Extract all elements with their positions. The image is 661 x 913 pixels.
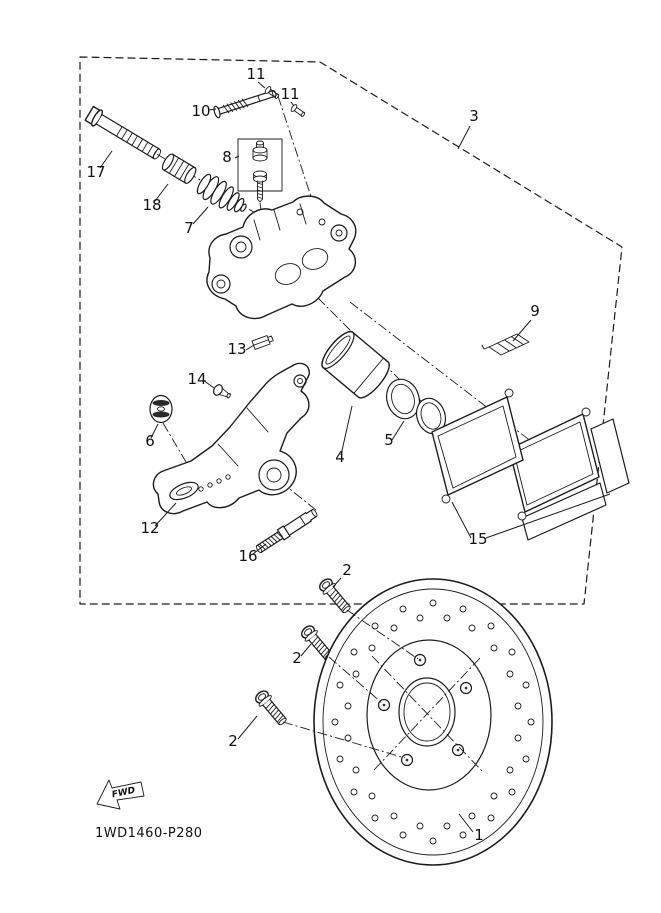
brake-pad-outer bbox=[431, 388, 524, 504]
callout-numbers: 11 11 10 3 8 17 18 7 9 13 14 5 6 4 12 15… bbox=[86, 65, 539, 844]
callout-11-a: 11 bbox=[246, 65, 265, 83]
callout-15: 15 bbox=[468, 530, 487, 548]
disc-drill-holes bbox=[331, 599, 535, 845]
part-1-brake-disc bbox=[313, 578, 553, 866]
part-11-clip-b bbox=[290, 104, 306, 117]
brake-pad-inner bbox=[508, 407, 600, 521]
fwd-label: FWD bbox=[111, 786, 137, 801]
part-9-pad-spring bbox=[481, 333, 530, 356]
bleed-screw bbox=[253, 170, 267, 203]
part-15-brake-pads bbox=[431, 388, 630, 541]
callout-7: 7 bbox=[184, 219, 194, 237]
part-8-bleeder-assembly bbox=[237, 138, 283, 203]
part-14-pin-boot bbox=[213, 384, 231, 399]
bleeder-cap bbox=[252, 140, 268, 162]
part-7-boot-bellows bbox=[196, 173, 247, 213]
callout-2-b: 2 bbox=[292, 649, 302, 667]
callout-6: 6 bbox=[145, 432, 155, 450]
caliper-body bbox=[206, 195, 357, 320]
part-6-bushing bbox=[149, 394, 173, 424]
part-11-clip-a bbox=[264, 86, 280, 99]
callout-8: 8 bbox=[222, 148, 232, 166]
callout-18: 18 bbox=[142, 196, 161, 214]
callout-10: 10 bbox=[191, 102, 210, 120]
callout-14: 14 bbox=[187, 370, 206, 388]
part-13-pad-clip bbox=[251, 335, 274, 350]
callout-2-c: 2 bbox=[228, 732, 238, 750]
callout-16: 16 bbox=[238, 547, 257, 565]
callout-13: 13 bbox=[227, 340, 246, 358]
callout-5: 5 bbox=[384, 431, 394, 449]
disc-bolt-holes bbox=[377, 653, 473, 767]
part-2-bolt-a bbox=[316, 575, 355, 617]
callout-2-a: 2 bbox=[342, 561, 352, 579]
callout-12: 12 bbox=[140, 519, 159, 537]
callout-9: 9 bbox=[530, 302, 540, 320]
part-5-seals bbox=[385, 378, 447, 435]
callout-11-b: 11 bbox=[280, 85, 299, 103]
callout-17: 17 bbox=[86, 163, 105, 181]
callout-leader-lines bbox=[99, 81, 611, 833]
part-16-slide-pin bbox=[255, 508, 318, 554]
part-10-pad-pin bbox=[213, 90, 277, 119]
callout-4: 4 bbox=[335, 448, 345, 466]
part-code: 1WD1460-P280 bbox=[95, 826, 203, 841]
part-18-collar bbox=[161, 153, 197, 184]
fwd-arrow: FWD bbox=[96, 779, 145, 810]
part-12-bracket bbox=[152, 362, 310, 515]
part-4-piston bbox=[321, 330, 390, 399]
callout-3: 3 bbox=[469, 107, 479, 125]
bolt-alignment-lines bbox=[282, 609, 419, 759]
part-17-mounting-bolt bbox=[84, 105, 162, 160]
callout-1: 1 bbox=[474, 826, 484, 844]
